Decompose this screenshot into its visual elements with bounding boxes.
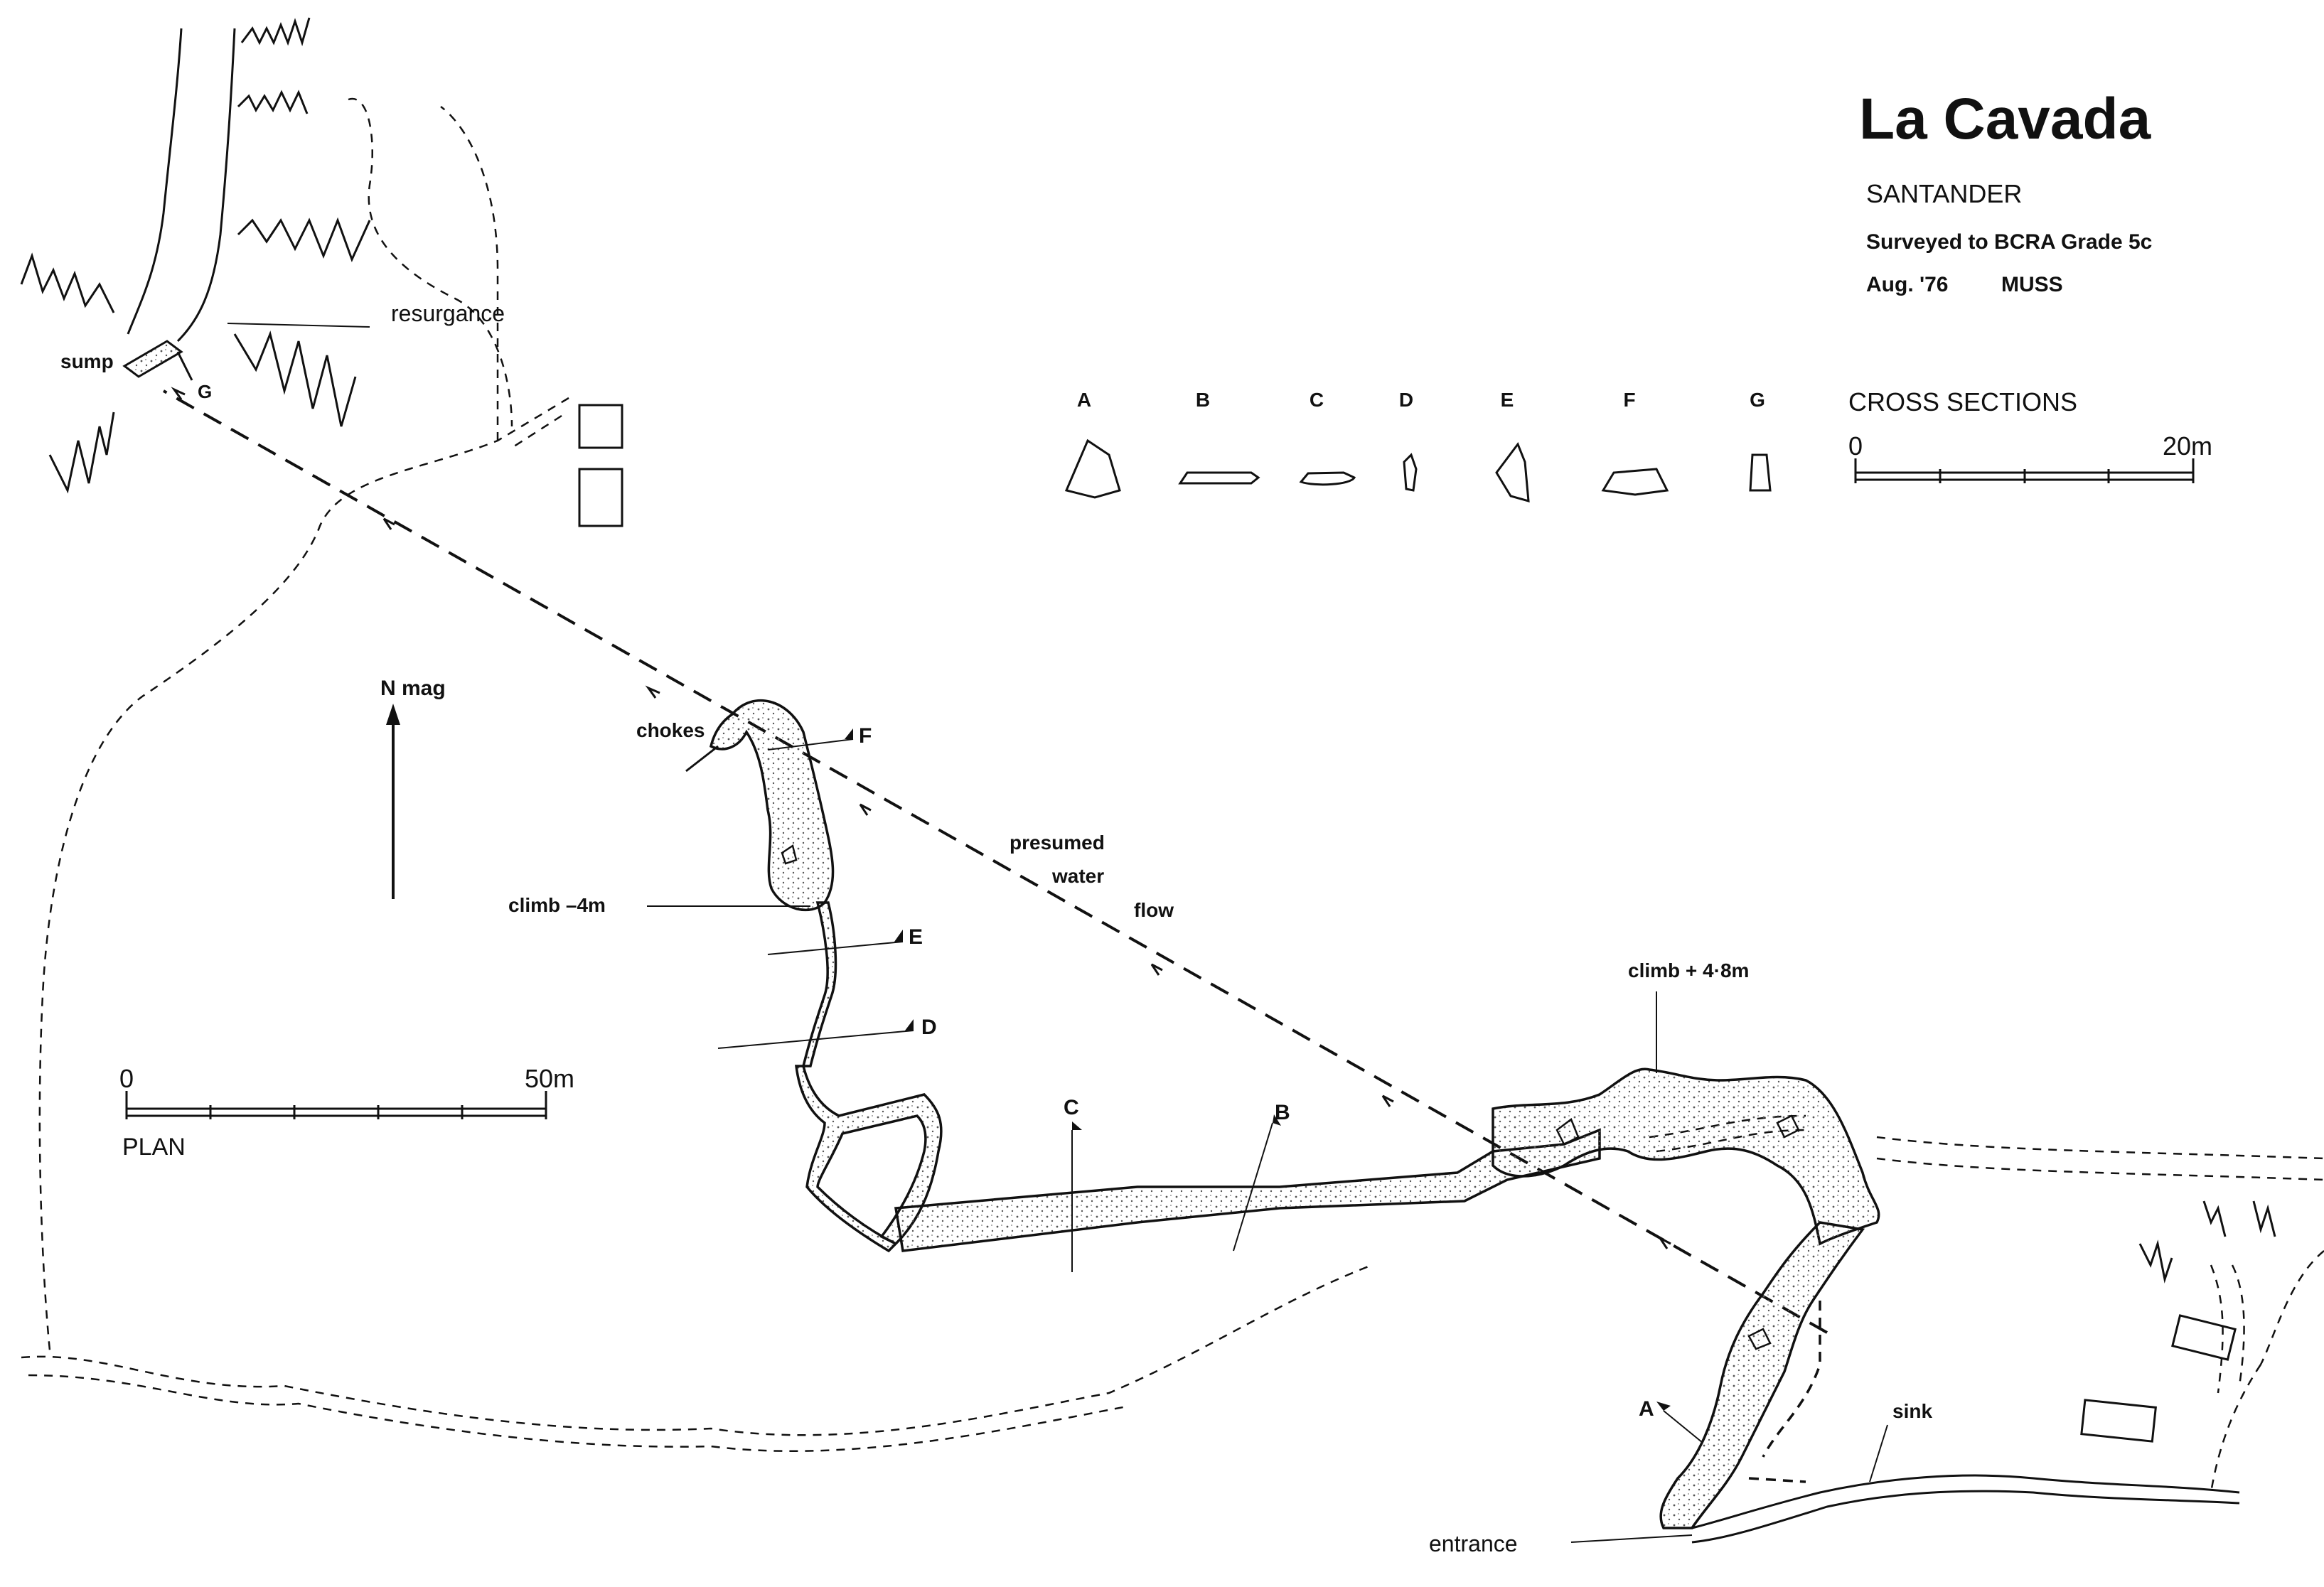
- section-e-shape: [1495, 441, 1530, 503]
- section-b-shape: [1178, 471, 1260, 485]
- section-f-shape: [1601, 468, 1669, 496]
- section-b-label: B: [1275, 1101, 1290, 1124]
- sump-label: sump: [60, 350, 114, 372]
- north-label: N mag: [380, 677, 446, 700]
- presumed-label: presumed: [1010, 832, 1105, 854]
- cross-section-letters: A B C D E F G: [1077, 389, 1765, 411]
- chokes-arrow: [685, 745, 719, 773]
- cross-sections-heading: CROSS SECTIONS: [1848, 387, 2077, 416]
- section-a-shape: [1064, 439, 1121, 499]
- climb-up-label: climb + 4·8m: [1628, 959, 1749, 981]
- section-a-label: A: [1639, 1397, 1654, 1421]
- cross-section-letter-g: G: [1750, 389, 1765, 411]
- cross-section-letter-a: A: [1077, 389, 1091, 411]
- survey-club: MUSS: [2001, 273, 2063, 296]
- field-boundaries: [21, 97, 2324, 1493]
- cross-section-shapes: [1064, 439, 1772, 503]
- plan-scale-end: 50m: [525, 1064, 574, 1093]
- presumed-water-flow: [163, 389, 1828, 1334]
- sink-dashed-route: [1748, 1301, 1821, 1483]
- section-f-label: F: [859, 724, 872, 748]
- resurgance-leader: [227, 323, 370, 328]
- buildings: [578, 404, 2237, 1443]
- section-c-label: C: [1064, 1096, 1079, 1119]
- resurgence-valley: [127, 28, 236, 343]
- map-title: La Cavada: [1859, 87, 2152, 151]
- section-d-shape: [1403, 453, 1418, 492]
- cross-section-scale-bar: [1854, 458, 2195, 483]
- resurgance-label: resurgance: [391, 301, 505, 326]
- water-label: water: [1051, 865, 1104, 887]
- section-markers: [717, 738, 1703, 1443]
- north-arrow-icon: [386, 704, 400, 899]
- plan-scale-bar: [125, 1091, 547, 1119]
- section-marker-flags: [845, 728, 1671, 1411]
- sink-label: sink: [1892, 1400, 1932, 1422]
- flow-arrows: [171, 387, 1671, 1249]
- cave-passage: [709, 699, 1880, 1529]
- sump-pool: [122, 340, 183, 378]
- sink-stream: [1691, 1474, 2240, 1544]
- cross-section-letter-f: F: [1623, 389, 1635, 411]
- section-e-label: E: [909, 925, 923, 949]
- vegetation-icon: [20, 17, 2276, 1284]
- cs-scale-start: 0: [1848, 431, 1863, 461]
- survey-date: Aug. '76: [1866, 273, 1949, 296]
- cross-section-letter-c: C: [1310, 389, 1324, 411]
- cross-section-letter-e: E: [1501, 389, 1514, 411]
- survey-grade: Surveyed to BCRA Grade 5c: [1866, 230, 2152, 254]
- cs-scale-end: 20m: [2163, 431, 2212, 461]
- section-g-shape: [1749, 453, 1772, 492]
- plan-caption: PLAN: [122, 1134, 186, 1161]
- climb-down-label: climb –4m: [508, 894, 606, 916]
- section-d-label: D: [921, 1016, 937, 1039]
- section-c-shape: [1299, 471, 1356, 486]
- entrance-label: entrance: [1429, 1531, 1518, 1556]
- flow-label: flow: [1134, 899, 1174, 921]
- rock-symbol-icon: [781, 844, 1800, 1350]
- section-g-marker: [176, 351, 193, 381]
- entrance-leader: [1570, 1534, 1693, 1543]
- chokes-label: chokes: [636, 719, 705, 741]
- region-label: SANTANDER: [1866, 179, 2022, 208]
- section-g-label: G: [198, 381, 212, 402]
- cross-section-letter-d: D: [1399, 389, 1413, 411]
- cross-section-letter-b: B: [1196, 389, 1210, 411]
- plan-scale-start: 0: [119, 1064, 134, 1093]
- sink-leader: [1869, 1424, 1888, 1483]
